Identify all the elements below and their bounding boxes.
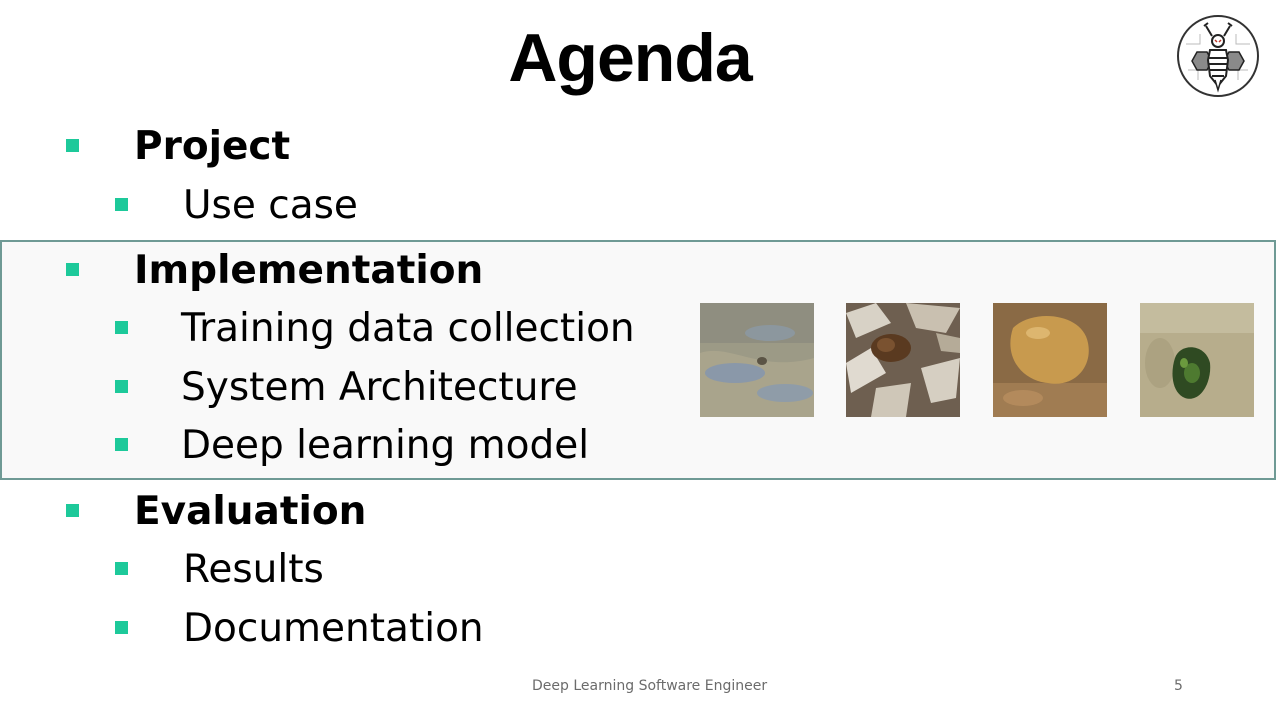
agenda-subitem-use-case: Use case <box>183 183 358 228</box>
photo-ground-sample-1 <box>700 303 814 417</box>
photo-ground-sample-3 <box>993 303 1107 417</box>
agenda-item-implementation: Implementation <box>134 248 484 293</box>
agenda-subitem-system-architecture: System Architecture <box>181 365 578 410</box>
page-number: 5 <box>1174 678 1183 694</box>
bullet-icon <box>66 504 79 517</box>
bullet-icon <box>66 263 79 276</box>
slide-title: Agenda <box>508 20 752 96</box>
agenda-subitem-results: Results <box>183 547 324 592</box>
bullet-icon <box>115 321 128 334</box>
agenda-item-evaluation: Evaluation <box>134 489 367 534</box>
agenda-subitem-deep-learning-model: Deep learning model <box>181 423 590 468</box>
bullet-icon <box>115 380 128 393</box>
agenda-subitem-training-data: Training data collection <box>181 306 635 351</box>
bee-logo-icon <box>1176 14 1260 98</box>
bullet-icon <box>115 198 128 211</box>
photo-ground-sample-4 <box>1140 303 1254 417</box>
bullet-icon <box>115 562 128 575</box>
bullet-icon <box>66 139 79 152</box>
bullet-icon <box>115 621 128 634</box>
photo-ground-sample-2 <box>846 303 960 417</box>
slide-footer: Deep Learning Software Engineer <box>532 678 768 694</box>
agenda-subitem-documentation: Documentation <box>183 606 484 651</box>
agenda-item-project: Project <box>134 124 291 169</box>
bullet-icon <box>115 438 128 451</box>
